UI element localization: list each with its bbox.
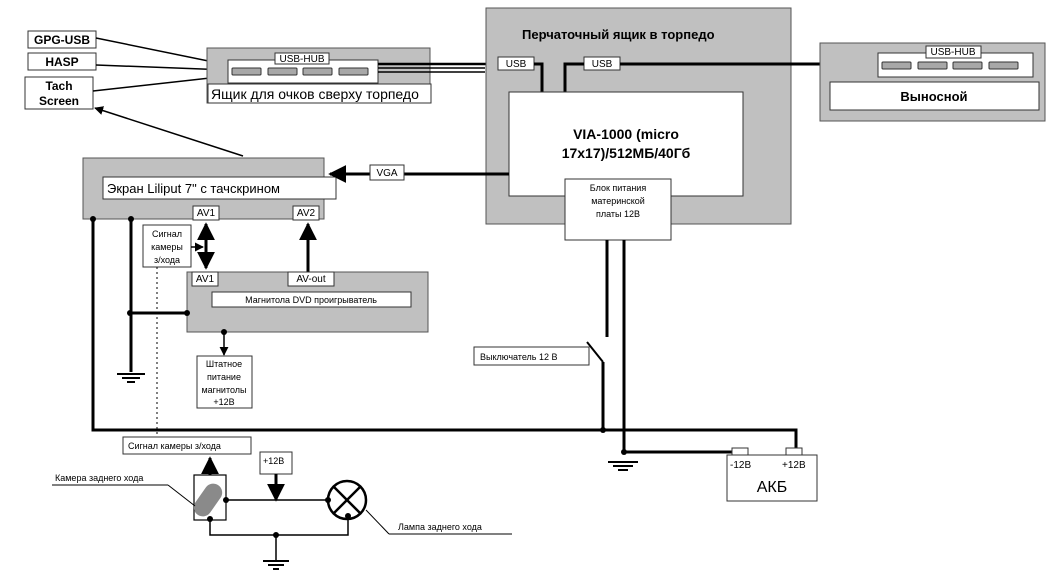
head-unit-power-line1: Штатное — [206, 359, 242, 369]
top-hub-caption: Ящик для очков сверху торпедо — [211, 86, 419, 102]
ground-symbol — [117, 373, 145, 383]
touch-screen-arrow — [92, 72, 229, 92]
usb-left-label: USB — [506, 59, 527, 70]
usb-port — [881, 61, 912, 70]
hasp-label-box: HASP — [27, 52, 97, 71]
power-bus-wire — [91, 219, 798, 452]
remote-hub-label: USB-HUB — [930, 47, 975, 58]
hasp-arrow — [95, 64, 229, 75]
battery-plus-label: +12В — [782, 460, 806, 471]
computer-line2: 17x17)/512МБ/40Гб — [562, 145, 691, 161]
usb-port — [952, 61, 983, 70]
battery-name: АКБ — [757, 479, 788, 496]
remote-hub-panel: USB-HUB Выносной — [819, 42, 1046, 122]
battery-minus-label: -12В — [730, 460, 751, 471]
head-unit-power-line2: питание — [207, 372, 241, 382]
usb-port — [302, 67, 333, 76]
head-unit-caption: Магнитола DVD проигрыватель — [245, 295, 377, 305]
screen-av1-label: AV1 — [197, 208, 216, 219]
psu-line1: Блок питания — [590, 183, 647, 193]
ground-symbol — [608, 461, 638, 471]
head-unit-power-box: Штатное питание магнитолы +12В — [196, 355, 253, 409]
battery: -12В +12В АКБ — [726, 447, 818, 502]
psu-line2: материнской — [591, 196, 645, 206]
hasp-label: HASP — [45, 55, 78, 69]
camera-signal-box: Сигнал камеры з/хода — [142, 224, 192, 268]
lamp-label: Лампа заднего хода — [398, 522, 482, 532]
plus12-label-box: +12В — [259, 451, 293, 475]
head-unit-panel: AV1 AV-out Магнитола DVD проигрыватель — [186, 271, 429, 333]
vga-label: VGA — [376, 168, 397, 179]
screen-caption: Экран Liliput 7" с тачскрином — [107, 181, 280, 196]
screen-panel: Экран Liliput 7" с тачскрином AV1 AV2 — [82, 157, 337, 221]
glovebox-title: Перчаточный ящик в торпедо — [522, 27, 715, 42]
touch-screen-label-box: Tach Screen — [24, 76, 94, 110]
usb-right-label: USB — [592, 59, 613, 70]
glovebox-panel: Перчаточный ящик в торпедо USB USB VIA-1… — [485, 7, 792, 241]
camera-signal-line3: з/хода — [154, 255, 180, 265]
top-hub-label: USB-HUB — [279, 54, 324, 65]
switch-lever — [586, 341, 604, 363]
usb-port — [267, 67, 298, 76]
touch-screen-label-line2: Screen — [39, 94, 79, 108]
head-unit-power-line4: +12В — [213, 397, 234, 407]
gpg-usb-arrow — [95, 37, 229, 68]
touch-screen-label-line1: Tach — [45, 79, 72, 93]
remote-hub-caption: Выносной — [900, 89, 967, 104]
gpg-usb-label-box: GPG-USB — [27, 30, 97, 49]
screen-to-touch-arrow — [94, 106, 244, 157]
ground-symbol — [263, 560, 289, 570]
usb-right-wire-inner — [563, 62, 584, 92]
camera-device — [193, 474, 227, 521]
lamp-label-leader — [365, 509, 390, 535]
switch-label-box: Выключатель 12 В — [473, 346, 590, 366]
usb-port — [231, 67, 262, 76]
camera-signal-line1: Сигнал — [152, 229, 182, 239]
lamp-icon — [326, 479, 368, 521]
camera-icon — [193, 483, 223, 517]
screen-av2-label: AV2 — [297, 208, 316, 219]
gpg-usb-label: GPG-USB — [34, 33, 90, 47]
vga-label-box: VGA — [369, 164, 405, 181]
plus12-label: +12В — [263, 456, 284, 466]
usb-port — [338, 67, 369, 76]
computer-line1: VIA-1000 (micro — [573, 126, 679, 142]
usb-port — [988, 61, 1019, 70]
top-hub-panel: USB-HUB Ящик для очков сверху торпедо — [206, 47, 432, 104]
switch-label: Выключатель 12 В — [480, 352, 558, 362]
usb-left-wire — [534, 62, 544, 92]
psu-line3: платы 12В — [596, 209, 640, 219]
camera-signal-wide-label: Сигнал камеры з/хода — [128, 441, 221, 451]
camera-ground-wire — [209, 516, 349, 536]
camera-signal-wide-box: Сигнал камеры з/хода — [122, 436, 252, 455]
head-unit-power-line3: магнитолы — [201, 385, 246, 395]
camera-signal-line2: камеры — [151, 242, 183, 252]
camera-label: Камера заднего хода — [55, 473, 143, 483]
head-unit-avout-label: AV-out — [296, 274, 325, 285]
usb-port — [917, 61, 948, 70]
psu-box — [564, 178, 672, 241]
head-unit-av1-label: AV1 — [196, 274, 215, 285]
